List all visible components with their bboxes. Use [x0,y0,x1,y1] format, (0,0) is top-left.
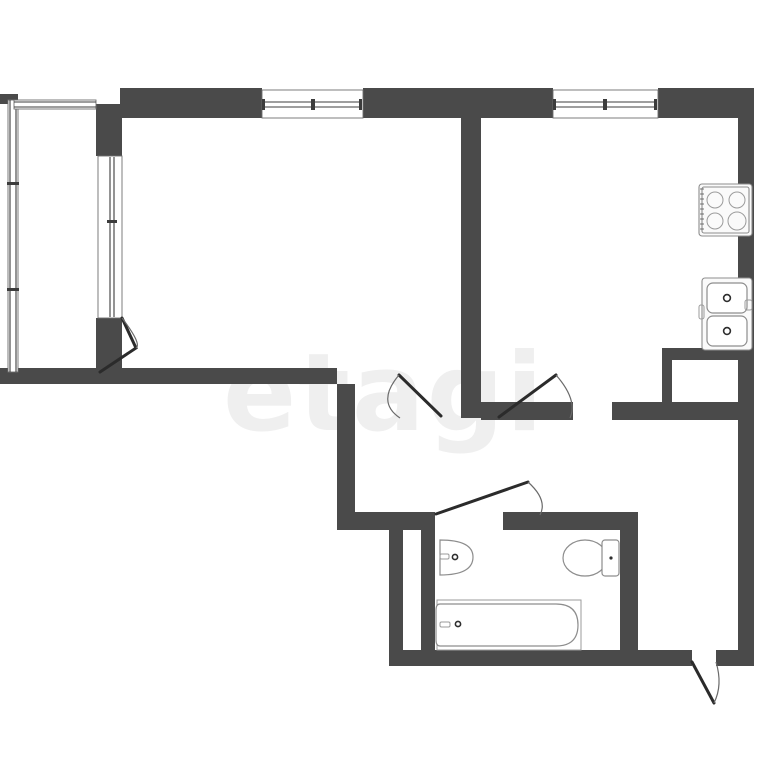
wall-bathroom-right [620,512,638,664]
door-living-room[interactable] [387,373,443,419]
wall-right-outer [738,88,754,660]
wall-entry-right [716,650,754,666]
wall-bathroom-top-left [337,512,435,530]
door-kitchen[interactable] [497,373,573,419]
toilet [562,539,620,577]
wall-hallway-left [337,384,355,530]
walls [0,88,754,666]
wall-shaft-right [421,512,435,664]
wall-top-left [120,88,262,118]
entrance-door[interactable] [690,660,720,705]
wall-kitchen-bottom-left [481,402,573,420]
wall-kitchen-bottom-right [612,402,754,420]
wall-entry-left [638,650,692,666]
balcony-glazing [7,99,97,373]
wall-bathroom-top-right [503,512,638,530]
wall-balcony-jamb-top [96,104,122,156]
wall-living-kitchen-divider [461,118,481,418]
wash-basin [439,539,474,576]
window-living-room [261,89,364,119]
wall-balcony-top [0,94,18,104]
bathtub [435,599,582,651]
kitchen-sink [698,277,753,351]
wall-top-middle [363,88,553,118]
stove [698,183,753,237]
wall-kitchen-niche-left [662,348,672,420]
door-bathroom[interactable] [434,480,543,516]
wall-kitchen-niche-top [662,348,754,360]
wall-balcony-bottom [0,368,122,384]
stove-control-hatch [700,188,704,230]
balcony-door[interactable] [97,155,138,374]
wall-living-bottom [122,368,337,384]
wall-bathroom-bottom [389,650,638,666]
window-kitchen [552,89,659,119]
wall-shaft-left [389,512,403,664]
